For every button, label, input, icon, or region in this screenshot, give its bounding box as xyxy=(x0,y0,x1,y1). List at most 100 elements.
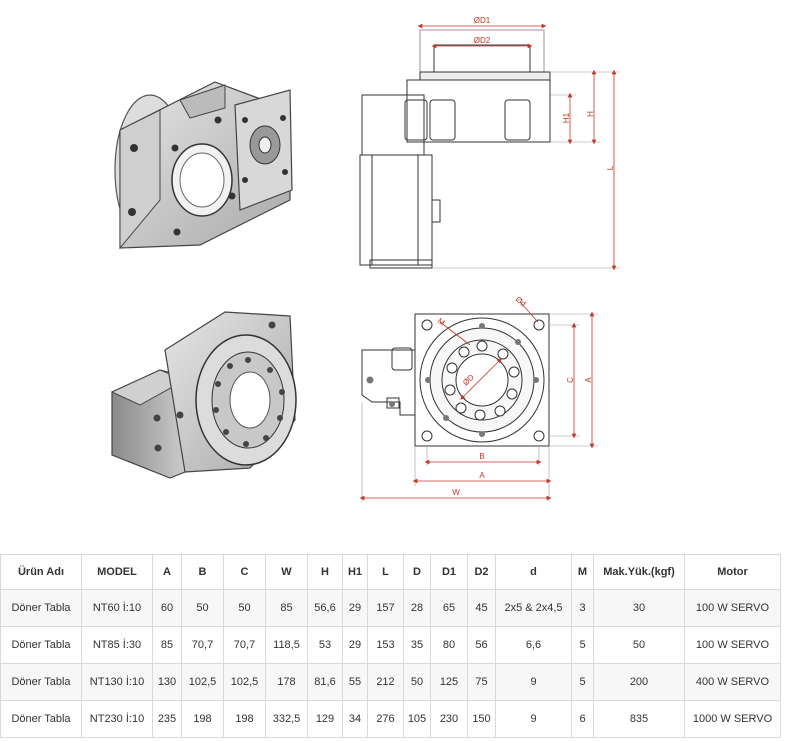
label-l: L xyxy=(606,165,615,170)
table-cell: 29 xyxy=(342,589,368,627)
label-b: B xyxy=(479,452,484,461)
render-bottom-left xyxy=(110,311,297,479)
table-cell: 102,5 xyxy=(223,663,266,701)
col-header: B xyxy=(181,554,224,590)
table-cell: 45 xyxy=(467,589,496,627)
table-cell: Döner Tabla xyxy=(0,700,82,738)
table-cell: 85 xyxy=(152,626,182,664)
col-header: Motor xyxy=(684,554,781,590)
table-cell: 198 xyxy=(223,700,266,738)
table-cell: 28 xyxy=(403,589,431,627)
table-cell: 35 xyxy=(403,626,431,664)
label-c: C xyxy=(566,377,575,383)
table-cell: 50 xyxy=(223,589,266,627)
table-cell: 53 xyxy=(307,626,343,664)
table-cell: 100 W SERVO xyxy=(684,589,781,627)
table-cell: 125 xyxy=(430,663,468,701)
col-header: Mak.Yük.(kgf) xyxy=(593,554,685,590)
col-header: d xyxy=(495,554,572,590)
table-cell: 70,7 xyxy=(181,626,224,664)
table-cell: 129 xyxy=(307,700,343,738)
col-header: L xyxy=(367,554,404,590)
table-cell: 400 W SERVO xyxy=(684,663,781,701)
table-cell: 276 xyxy=(367,700,404,738)
table-cell: 1000 W SERVO xyxy=(684,700,781,738)
table-cell: 5 xyxy=(571,626,594,664)
table-cell: 60 xyxy=(152,589,182,627)
label-od-small: Ød xyxy=(514,295,528,309)
table-cell: NT60 İ:10 xyxy=(81,589,153,627)
top-view-dimensions: M Ød ØD C A B A W xyxy=(359,295,598,502)
table-cell: Döner Tabla xyxy=(0,626,82,664)
col-header: M xyxy=(571,554,594,590)
table-header-row: Ürün Adı MODEL A B C W H H1 L D D1 D2 d … xyxy=(0,554,781,590)
table-cell: 85 xyxy=(265,589,308,627)
table-cell: NT230 İ:10 xyxy=(81,700,153,738)
table-cell: 9 xyxy=(495,663,572,701)
table-cell: 50 xyxy=(403,663,431,701)
table-cell: 56 xyxy=(467,626,496,664)
table-cell: 102,5 xyxy=(181,663,224,701)
col-header: MODEL xyxy=(81,554,153,590)
table-cell: 235 xyxy=(152,700,182,738)
table-cell: Döner Tabla xyxy=(0,663,82,701)
table-cell: 100 W SERVO xyxy=(684,626,781,664)
label-h: H xyxy=(586,111,595,117)
label-a-bottom: A xyxy=(479,471,485,480)
label-w: W xyxy=(452,488,460,497)
table-cell: 6,6 xyxy=(495,626,572,664)
label-a-side: A xyxy=(584,377,593,383)
table-cell: 3 xyxy=(571,589,594,627)
table-cell: 198 xyxy=(181,700,224,738)
label-od1: ØD1 xyxy=(474,16,491,25)
table-cell: 70,7 xyxy=(223,626,266,664)
table-cell: 9 xyxy=(495,700,572,738)
col-header: H xyxy=(307,554,343,590)
table-cell: 230 xyxy=(430,700,468,738)
col-header: D1 xyxy=(430,554,468,590)
table-cell: 29 xyxy=(342,626,368,664)
table-cell: 50 xyxy=(593,626,685,664)
side-view xyxy=(359,29,551,269)
table-cell: 80 xyxy=(430,626,468,664)
table-cell: 835 xyxy=(593,700,685,738)
table-cell: 5 xyxy=(571,663,594,701)
label-m: M xyxy=(436,316,447,327)
table-cell: 50 xyxy=(181,589,224,627)
table-cell: 81,6 xyxy=(307,663,343,701)
col-header: Ürün Adı xyxy=(0,554,82,590)
table-cell: 212 xyxy=(367,663,404,701)
table-cell: NT130 İ:10 xyxy=(81,663,153,701)
table-cell: 200 xyxy=(593,663,685,701)
col-header: D2 xyxy=(467,554,496,590)
side-view-dimensions: ØD1 ØD2 H1 H L xyxy=(417,16,620,271)
render-top-left xyxy=(114,81,293,250)
table-cell: 332,5 xyxy=(265,700,308,738)
table-cell: 153 xyxy=(367,626,404,664)
table-cell: 34 xyxy=(342,700,368,738)
table-cell: 178 xyxy=(265,663,308,701)
table-cell: Döner Tabla xyxy=(0,589,82,627)
col-header: H1 xyxy=(342,554,368,590)
table-cell: 2x5 & 2x4,5 xyxy=(495,589,572,627)
table-cell: 130 xyxy=(152,663,182,701)
table-cell: 30 xyxy=(593,589,685,627)
table-cell: 65 xyxy=(430,589,468,627)
col-header: A xyxy=(152,554,182,590)
col-header: W xyxy=(265,554,308,590)
spec-table: Ürün Adı MODEL A B C W H H1 L D D1 D2 d … xyxy=(0,554,781,738)
col-header: C xyxy=(223,554,266,590)
col-header: D xyxy=(403,554,431,590)
table-cell: 118,5 xyxy=(265,626,308,664)
table-cell: 150 xyxy=(467,700,496,738)
table-cell: 105 xyxy=(403,700,431,738)
label-h1: H1 xyxy=(562,112,571,123)
table-cell: 56,6 xyxy=(307,589,343,627)
table-cell: 157 xyxy=(367,589,404,627)
label-od2: ØD2 xyxy=(474,36,491,45)
table-cell: 75 xyxy=(467,663,496,701)
